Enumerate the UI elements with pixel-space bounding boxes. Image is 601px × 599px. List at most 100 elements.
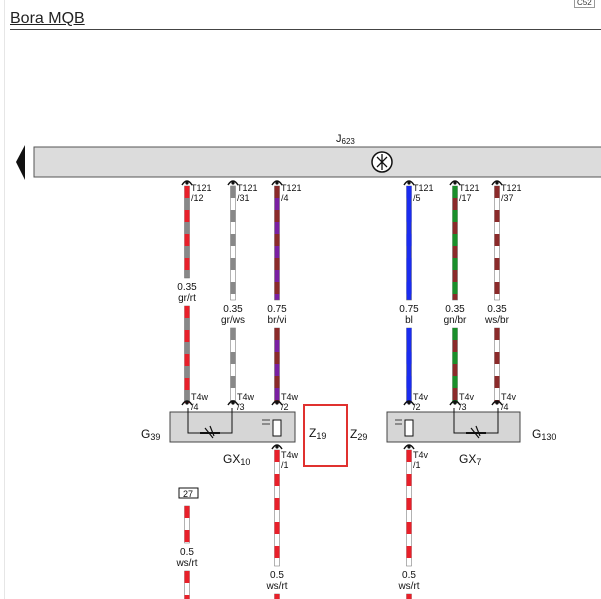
pin-number-bottom: /2 [413,402,421,412]
wire-segment-stripe [406,498,412,510]
connector-pin-icon-dot [185,401,189,405]
wire-segment-stripe [274,546,280,558]
pin-number-top: /31 [237,193,250,203]
wire-segment-stripe [452,234,458,246]
wire-color-code: gr/rt [178,293,196,304]
wire-segment-stripe [184,186,190,198]
connector-pin-icon-dot [231,401,235,405]
wire-segment-stripe [274,522,280,534]
connector-pin-icon-dot [495,401,499,405]
wire-segment-stripe [452,328,458,340]
wire-size-label: 0.5 [270,570,284,581]
wire-segment-stripe [230,352,236,364]
sensor-label-g39: G39 [141,427,160,442]
pin-number-top: /17 [459,193,472,203]
pin-label-lower: T4w [281,450,299,460]
pin-label-bottom: T4v [459,392,475,402]
wire-segment-stripe [406,210,412,222]
wire-segment-stripe [406,234,412,246]
connector-pin-icon-dot [495,181,499,185]
wire-segment-stripe [184,210,190,222]
wire-segment-stripe [184,330,190,342]
pin-number-bottom: /3 [459,402,467,412]
wire-segment-stripe [406,186,412,198]
control-module-bar[interactable] [33,146,601,178]
wire-size-label: 0.75 [267,304,287,315]
wire-segment-stripe [274,328,280,340]
wire-segment-stripe [406,450,412,462]
wire-size-label: 0.35 [223,304,243,315]
pin-number-bottom: /3 [237,402,245,412]
wire-size-label: 0.5 [180,547,194,558]
pin-number-bottom: /4 [501,402,509,412]
wire-segment-stripe [452,186,458,198]
connector-pin-icon-dot [185,181,189,185]
wire-segment-stripe [230,328,236,340]
connector-pin-icon [491,180,503,186]
wire-segment-stripe [274,210,280,222]
wire-segment-stripe [452,210,458,222]
wire-segment-stripe [494,328,500,340]
wire-color-code: ws/rt [265,581,287,592]
shield-highlight-box[interactable] [303,404,348,467]
pin-label-bottom: T4w [281,392,299,402]
wire-segment-stripe [452,376,458,388]
wire-segment-stripe [184,530,190,542]
pin-label-bottom: T4v [501,392,517,402]
wire-segment-stripe [406,352,412,364]
wire-segment-stripe [494,258,500,270]
pin-number-lower: /1 [413,460,421,470]
pin-label-top: T121 [281,183,302,193]
wire-segment-stripe [406,594,412,599]
wire-segment-stripe [274,376,280,388]
connector-pin-icon-dot [275,401,279,405]
wire-segment-stripe [406,282,412,294]
wire-segment-stripe [274,186,280,198]
pin-label-bottom: T4v [413,392,429,402]
wire-segment-stripe [406,546,412,558]
component-label-gx7: GX7 [459,452,481,467]
hall-sensor-icon [395,408,499,439]
wire-color-code: ws/rt [397,581,419,592]
connector-pin-icon-dot [453,401,457,405]
wire-segment-stripe [406,258,412,270]
wire-color-code: gn/br [444,315,467,326]
connector-pin-icon [449,400,461,406]
wire-segment-stripe [494,186,500,198]
wire-segment-stripe [184,234,190,246]
title-divider [10,29,601,30]
module-label: J623 [336,133,355,146]
wire-segment-stripe [274,282,280,294]
wire-segment-stripe [274,474,280,486]
pin-number-top: /5 [413,193,421,203]
pin-label-bottom: T4w [237,392,255,402]
wire-size-label: 0.75 [399,304,419,315]
wire-segment-stripe [406,328,412,340]
shield-label-z29: Z29 [350,427,367,442]
pin-number-top: /12 [191,193,204,203]
connector-pin-icon [181,180,193,186]
wire-segment-stripe [230,234,236,246]
wire-segment-stripe [184,354,190,366]
pin-label-top: T121 [237,183,258,193]
pin-label-lower: T4v [413,450,429,460]
wire-color-code: gr/ws [221,315,245,326]
connector-pin-icon-dot [275,445,279,449]
sensor-label-g130: G130 [532,427,556,442]
wire-segment-stripe [452,352,458,364]
page-back-arrow-icon[interactable] [16,145,25,180]
wire-segment-stripe [230,282,236,294]
wire-segment-stripe [452,258,458,270]
wire-segment-stripe [184,506,190,518]
wire-segment-stripe [184,378,190,390]
wire-size-label: 0.35 [487,304,507,315]
wire-segment-stripe [274,234,280,246]
wire-segment-stripe [274,450,280,462]
component-label-gx10: GX10 [223,452,250,467]
wire-size-label: 0.35 [445,304,465,315]
wire-segment-stripe [230,258,236,270]
wire-reference-box[interactable] [178,487,199,499]
connector-pin-icon-dot [453,181,457,185]
connector-pin-icon [271,444,283,450]
wire-color-code: ws/rt [175,558,197,569]
